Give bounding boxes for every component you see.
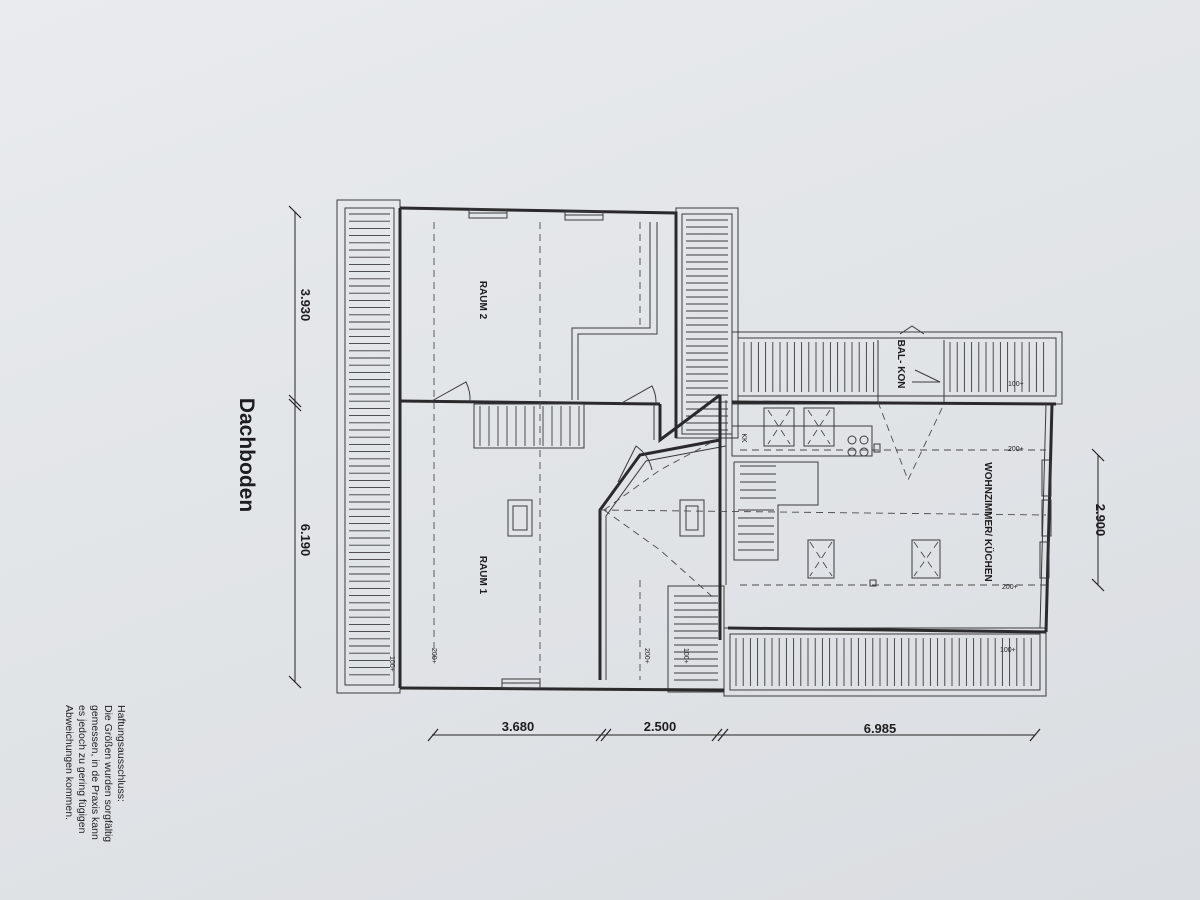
chimney-middle — [679, 499, 705, 537]
roof-slope-right-top — [731, 331, 1063, 405]
roof-dashed-lines — [433, 222, 1047, 680]
right-dimension: 2.900 — [1091, 448, 1108, 592]
svg-text:100+: 100+ — [1008, 381, 1024, 388]
left-dimension: 3.930 6.190 — [288, 205, 313, 689]
dim-left-bottom: 6.190 — [298, 524, 313, 557]
svg-text:200+: 200+ — [1008, 446, 1024, 453]
roof-slope-right-bottom — [723, 627, 1047, 697]
room-label-balkon: BAL- KON — [895, 340, 906, 389]
svg-text:200+: 200+ — [643, 648, 650, 664]
roof-slope-bottom-small — [667, 585, 725, 693]
dim-right: 2.900 — [1093, 504, 1108, 537]
disclaimer: Haftungsausschluss: Die Größen wurden so… — [63, 705, 127, 842]
dim-bottom-3: 6.985 — [864, 721, 897, 736]
kitchen-counter: KK — [731, 425, 881, 587]
chimney-left — [507, 499, 533, 537]
room-label-raum2: RAUM 2 — [477, 281, 488, 320]
svg-text:100+: 100+ — [682, 648, 689, 664]
kitchen-mark: KK — [740, 433, 747, 443]
disclaimer-line-2: Die Größen wurden sorgfältig — [102, 705, 114, 842]
bottom-dimension: 3.680 2.500 6.985 — [427, 719, 1041, 742]
roof-slope-left — [336, 199, 401, 694]
walls — [398, 206, 1057, 692]
windows — [468, 208, 1052, 689]
dim-left-top: 3.930 — [298, 289, 313, 322]
disclaimer-line-4: es jedoch zu gering fügigen — [76, 705, 88, 834]
room-label-wohnzimmer: WOHNZIMMER/ KÜCHEN — [982, 462, 995, 581]
disclaimer-line-1: Haftungsausschluss: — [115, 705, 127, 802]
room-label-raum1: RAUM 1 — [477, 556, 488, 595]
svg-text:200+: 200+ — [1002, 584, 1018, 591]
svg-text:100+: 100+ — [388, 656, 395, 672]
skylights — [763, 407, 941, 579]
stairs-right — [733, 461, 819, 561]
svg-text:200+: 200+ — [430, 648, 437, 664]
doors — [429, 325, 941, 483]
dim-bottom-2: 2.500 — [644, 719, 677, 734]
disclaimer-line-3: gemessen, in de Praxis kann — [89, 705, 101, 840]
svg-text:100+: 100+ — [1000, 647, 1016, 654]
height-markers: 100+ 200+ 200+ 100+ 100+ 200+ 200+ 100+ — [388, 381, 1024, 672]
plan-title: Dachboden — [235, 398, 258, 512]
stairs-left — [473, 403, 585, 449]
dim-bottom-1: 3.680 — [502, 719, 535, 734]
disclaimer-line-5: Abweichungen kommen. — [63, 705, 75, 820]
